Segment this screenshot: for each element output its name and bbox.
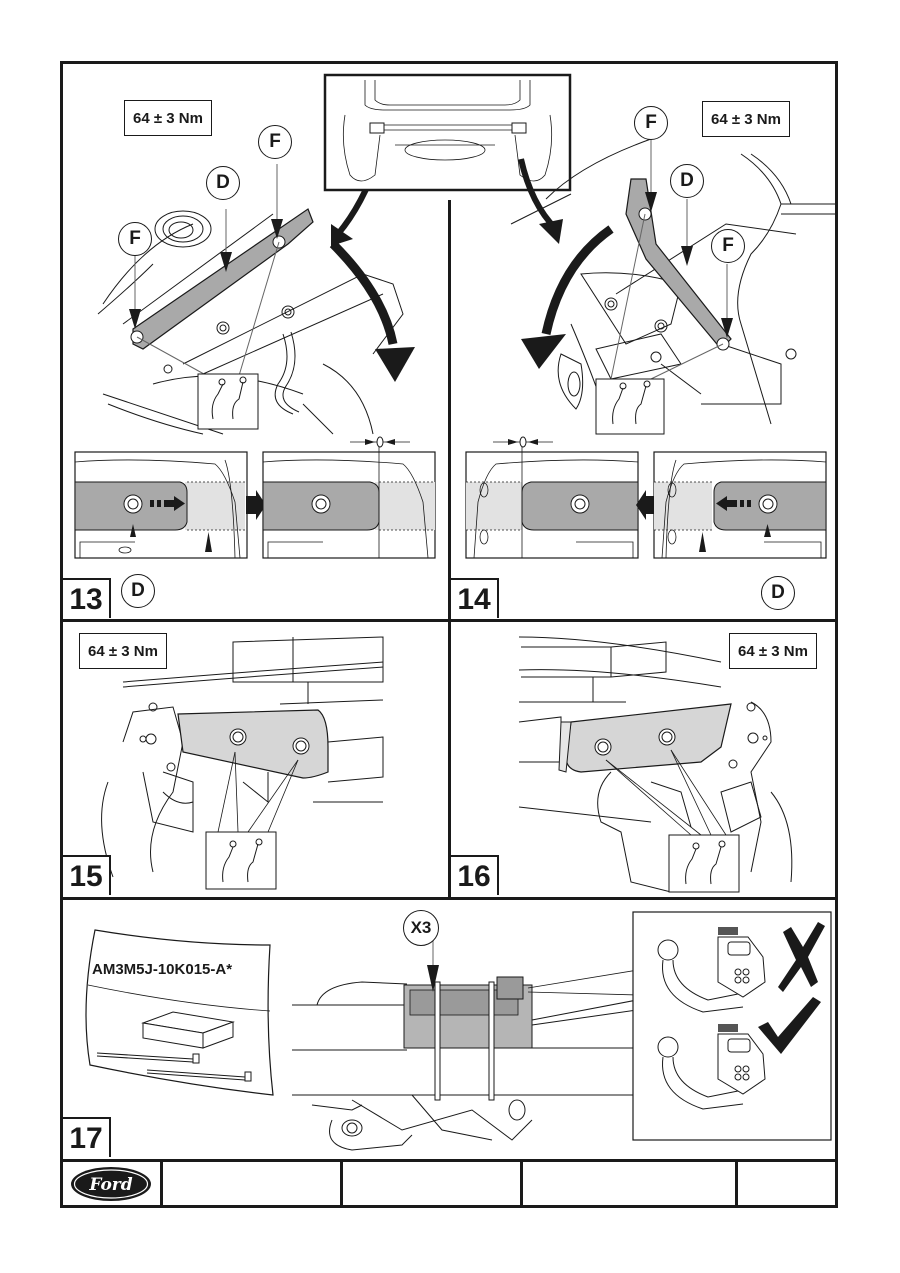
callout-d-13-detail: D	[121, 574, 155, 608]
vehicle-rear-overview-inset	[323, 73, 572, 192]
bracket-d	[132, 208, 314, 350]
bracket-plate-15	[177, 709, 329, 779]
step-14-illustration	[510, 138, 836, 435]
bracket-d	[625, 178, 732, 350]
step-number-16: 16	[451, 855, 499, 895]
callout-d-14: D	[670, 164, 704, 198]
callout-x3: X3	[403, 910, 439, 946]
tow-ball-correct	[657, 1033, 766, 1110]
step-number-13: 13	[63, 578, 111, 618]
footer-divider-1	[160, 1160, 163, 1207]
divider-footer	[60, 1159, 838, 1162]
footer-cell-3	[523, 1162, 735, 1205]
step-14-detail-after	[465, 442, 639, 559]
step-number-17: 17	[63, 1117, 111, 1157]
check-mark	[758, 997, 821, 1054]
step-number-14: 14	[451, 578, 499, 618]
footer-divider-3	[520, 1160, 523, 1207]
transition-arrow-13	[246, 490, 266, 520]
footer-logo-cell: Ford	[63, 1162, 160, 1205]
torque-spec-13: 64 ± 3 Nm	[124, 100, 212, 136]
gap-indicator-13	[350, 436, 410, 448]
footer-divider-2	[340, 1160, 343, 1207]
ford-logo-text: Ford	[88, 1175, 132, 1195]
cross-mark	[778, 922, 825, 992]
step-13-detail-before	[74, 451, 248, 559]
foam-block	[141, 1011, 235, 1049]
step-16-illustration	[518, 636, 793, 893]
cable-ties	[96, 1052, 252, 1082]
page-frame	[60, 61, 838, 1208]
tow-ball-comparison	[632, 911, 832, 1141]
torque-tool-box-16	[668, 834, 740, 893]
callout-f-13a: F	[258, 125, 292, 159]
transition-arrow-14	[636, 490, 656, 520]
crossmember-illustration	[292, 915, 638, 1151]
step-15-illustration	[101, 636, 384, 890]
ford-logo: Ford	[71, 1167, 151, 1201]
magnified-detail-connector	[527, 969, 639, 996]
torque-tool-box-13	[197, 373, 259, 430]
torque-tool-box-14	[595, 378, 665, 435]
divider-vertical-mid	[448, 619, 451, 899]
divider-row-2	[60, 897, 838, 900]
callout-d-13: D	[206, 166, 240, 200]
footer-cell-4	[738, 1162, 835, 1205]
torque-spec-16: 64 ± 3 Nm	[729, 633, 817, 669]
step-13-illustration	[97, 158, 415, 435]
footer-cell-1	[163, 1162, 340, 1205]
callout-f-14b: F	[711, 229, 745, 263]
callout-d-14-detail: D	[761, 576, 795, 610]
step-13-detail-after	[262, 442, 436, 559]
tow-ball-incorrect	[657, 936, 766, 1013]
footer-cell-2	[343, 1162, 520, 1205]
footer-divider-4	[735, 1160, 738, 1207]
bracket-plate-16	[565, 703, 732, 773]
part-number-label: AM3M5J-10K015-A*	[92, 961, 233, 978]
torque-tool-box-15	[205, 831, 277, 890]
divider-vertical-top	[448, 200, 451, 620]
callout-f-13b: F	[118, 222, 152, 256]
callout-f-14a: F	[634, 106, 668, 140]
torque-spec-15: 64 ± 3 Nm	[79, 633, 167, 669]
step-number-15: 15	[63, 855, 111, 895]
gap-indicator-14	[493, 436, 553, 448]
parts-bag-illustration	[85, 929, 274, 1096]
torque-spec-14: 64 ± 3 Nm	[702, 101, 790, 137]
step-14-detail-before	[653, 451, 827, 559]
